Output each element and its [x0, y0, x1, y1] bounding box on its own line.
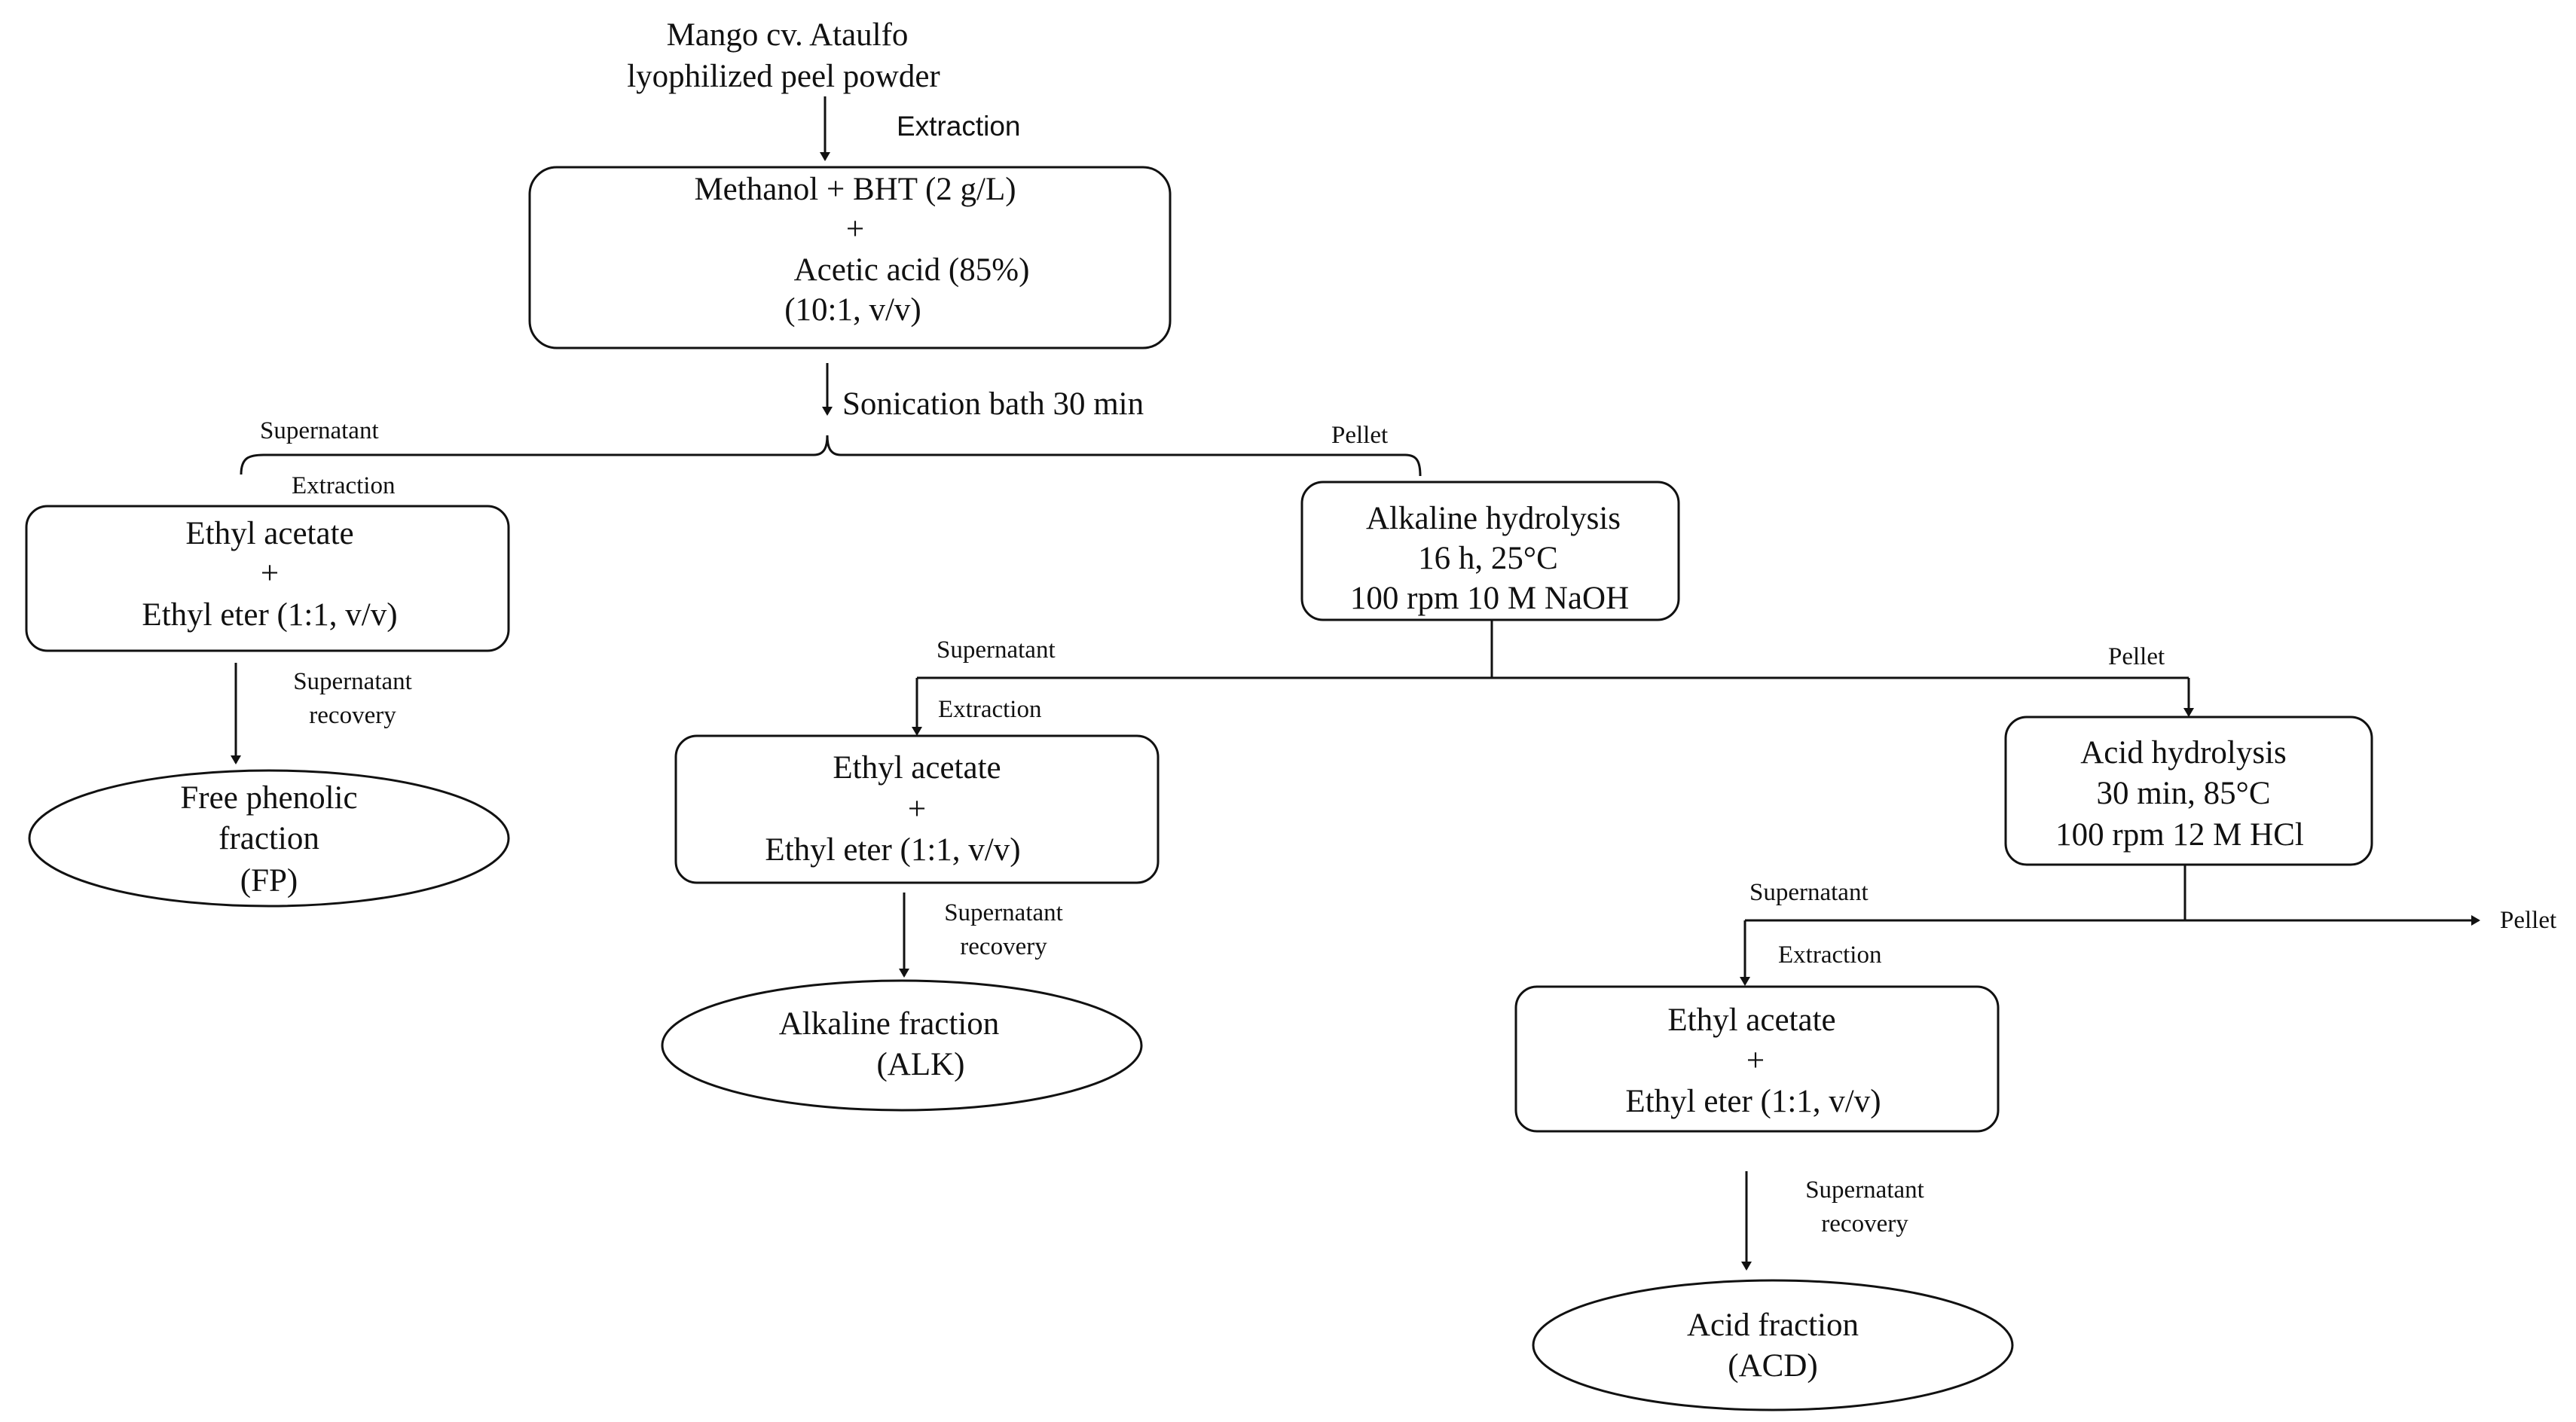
free-solvent-box-frame: [25, 505, 510, 652]
alkaline-box-frame: [1300, 481, 1680, 621]
acd-solvent-box-frame: [1514, 985, 2000, 1133]
alk-solvent-line-2: +: [908, 792, 926, 827]
acid-line-3: 100 rpm 12 M HCl: [2055, 817, 2304, 853]
alk-solvent-line-3: Ethyl eter (1:1, v/v): [765, 832, 1020, 868]
recovery1-line-1: Supernatant: [293, 668, 412, 695]
free-solvent-line-1: Ethyl acetate: [185, 516, 353, 551]
alk-solvent-box-frame: [674, 734, 1160, 884]
start-line-1: Mango cv. Ataulfo: [667, 17, 909, 53]
fp-line-3: (FP): [240, 863, 298, 899]
acid-hydrolysis-box: Acid hydrolysis 30 min, 85°C 100 rpm 12 …: [2004, 716, 2373, 866]
acid-box-frame: [2004, 716, 2373, 866]
acd-line-2: (ACD): [1728, 1348, 1817, 1384]
acid-line-1: Acid hydrolysis: [2080, 735, 2287, 771]
methanol-line-1: Methanol + BHT (2 g/L): [694, 172, 1016, 207]
alkaline-line-1: Alkaline hydrolysis: [1366, 501, 1621, 536]
alk-solvent-box: Ethyl acetate + Ethyl eter (1:1, v/v): [674, 734, 1160, 884]
acd-line-1: Acid fraction: [1687, 1308, 1859, 1343]
acid-line-2: 30 min, 85°C: [2096, 776, 2270, 811]
free-solvent-box: Ethyl acetate + Ethyl eter (1:1, v/v): [25, 505, 510, 652]
branch2-extraction-label: Extraction: [938, 696, 1041, 723]
branch2-pellet-label: Pellet: [2108, 643, 2165, 670]
recovery2-line-1: Supernatant: [944, 899, 1063, 926]
fp-line-1: Free phenolic: [180, 780, 357, 816]
acd-solvent-line-3: Ethyl eter (1:1, v/v): [1625, 1084, 1881, 1119]
recovery2-line-2: recovery: [960, 933, 1047, 960]
alk-fraction-ellipse: Alkaline fraction (ALK): [661, 979, 1143, 1112]
recovery3-line-1: Supernatant: [1805, 1176, 1924, 1204]
alk-line-2: (ALK): [876, 1047, 964, 1082]
acd-solvent-line-2: +: [1746, 1043, 1765, 1079]
recovery3-line-2: recovery: [1821, 1210, 1908, 1237]
fp-line-2: fraction: [218, 821, 319, 856]
methanol-line-4: (10:1, v/v): [784, 292, 921, 328]
branch3-supernatant-label: Supernatant: [1749, 879, 1869, 906]
extraction-label-1: Extraction: [897, 111, 1021, 142]
sonication-label: Sonication bath 30 min: [842, 386, 1144, 422]
start-material: Mango cv. Ataulfo lyophilized peel powde…: [627, 17, 940, 94]
methanol-box-frame: [528, 166, 1172, 349]
free-solvent-line-3: Ethyl eter (1:1, v/v): [142, 597, 397, 633]
alkaline-line-3: 100 rpm 10 M NaOH: [1350, 581, 1629, 616]
branch2-supernatant-label: Supernatant: [937, 636, 1056, 664]
free-solvent-line-2: +: [261, 556, 279, 591]
fp-fraction-ellipse: Free phenolic fraction (FP): [28, 769, 510, 908]
branch3-pellet-label: Pellet: [2500, 907, 2556, 934]
branch1-supernatant-label: Supernatant: [260, 417, 379, 444]
branch1-pellet-label: Pellet: [1331, 422, 1388, 449]
acd-fraction-ellipse: Acid fraction (ACD): [1532, 1279, 2014, 1411]
methanol-extraction-box: Methanol + BHT (2 g/L) + Acetic acid (85…: [528, 166, 1172, 349]
alk-ellipse-frame: [661, 979, 1143, 1112]
branch3-extraction-label: Extraction: [1778, 941, 1881, 969]
methanol-line-2: +: [846, 212, 864, 247]
alkaline-hydrolysis-box: Alkaline hydrolysis 16 h, 25°C 100 rpm 1…: [1300, 481, 1680, 621]
recovery1-line-2: recovery: [309, 702, 396, 729]
branch1-extraction-label: Extraction: [292, 472, 395, 499]
fp-ellipse-frame: [28, 769, 510, 908]
acd-solvent-line-1: Ethyl acetate: [1667, 1002, 1835, 1038]
brace-split-1: [240, 435, 1422, 477]
acd-ellipse-frame: [1532, 1279, 2014, 1411]
alkaline-line-2: 16 h, 25°C: [1418, 541, 1558, 576]
alk-line-1: Alkaline fraction: [779, 1006, 1000, 1042]
methanol-line-3: Acetic acid (85%): [794, 252, 1030, 288]
start-line-2: lyophilized peel powder: [627, 59, 940, 94]
alk-solvent-line-1: Ethyl acetate: [833, 750, 1001, 786]
acd-solvent-box: Ethyl acetate + Ethyl eter (1:1, v/v): [1514, 985, 2000, 1133]
